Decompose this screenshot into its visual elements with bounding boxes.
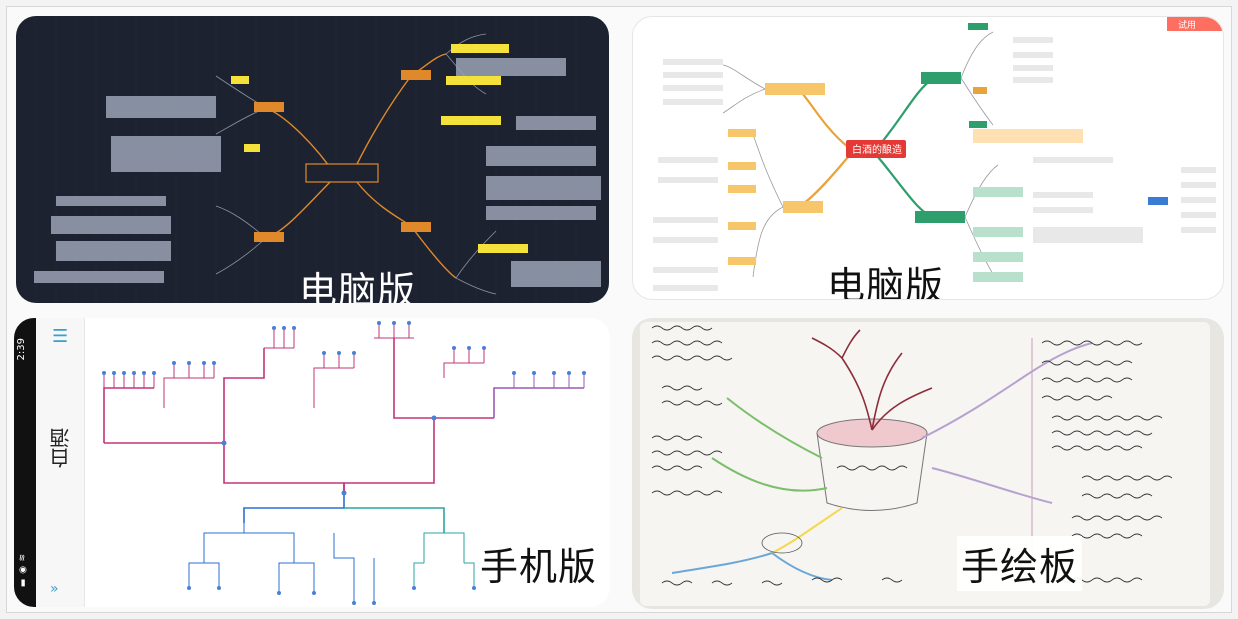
phone-status-bar: 2:39 ▮ ◉ ≋ <box>14 318 36 607</box>
handdrawn-mindmap-graphic <box>651 325 1173 586</box>
paper-sheet <box>640 322 1210 606</box>
menu-icon[interactable]: ☰ <box>52 326 69 347</box>
mobile-label: 手机版 <box>476 536 602 591</box>
center-topic-text: 白酒的酿造 <box>852 143 902 156</box>
desktop-dark-label: 电脑版 <box>299 269 417 303</box>
mobile-mindmap-panel: 2:39 ▮ ◉ ≋ ☰ 白酒 » <box>14 318 610 607</box>
dark-mindmap-graphic <box>34 16 601 303</box>
mobile-mindmap-graphic <box>102 321 586 605</box>
handdrawn-label: 手绘板 <box>957 536 1083 591</box>
desktop-light-label: 电脑版 <box>823 255 949 299</box>
light-mindmap-graphic: 试用 白酒的酿造 <box>653 17 1223 291</box>
phone-app-bar: ☰ 白酒 » <box>36 318 85 607</box>
handdrawn-mindmap-panel: 手绘板 <box>632 318 1224 609</box>
collapse-icon[interactable]: » <box>50 581 59 597</box>
desktop-dark-mindmap-panel: 电脑版 <box>16 16 609 303</box>
desktop-light-mindmap-panel: 试用 白酒的酿造 <box>632 16 1224 300</box>
trial-tab-text: 试用 <box>1178 19 1196 31</box>
